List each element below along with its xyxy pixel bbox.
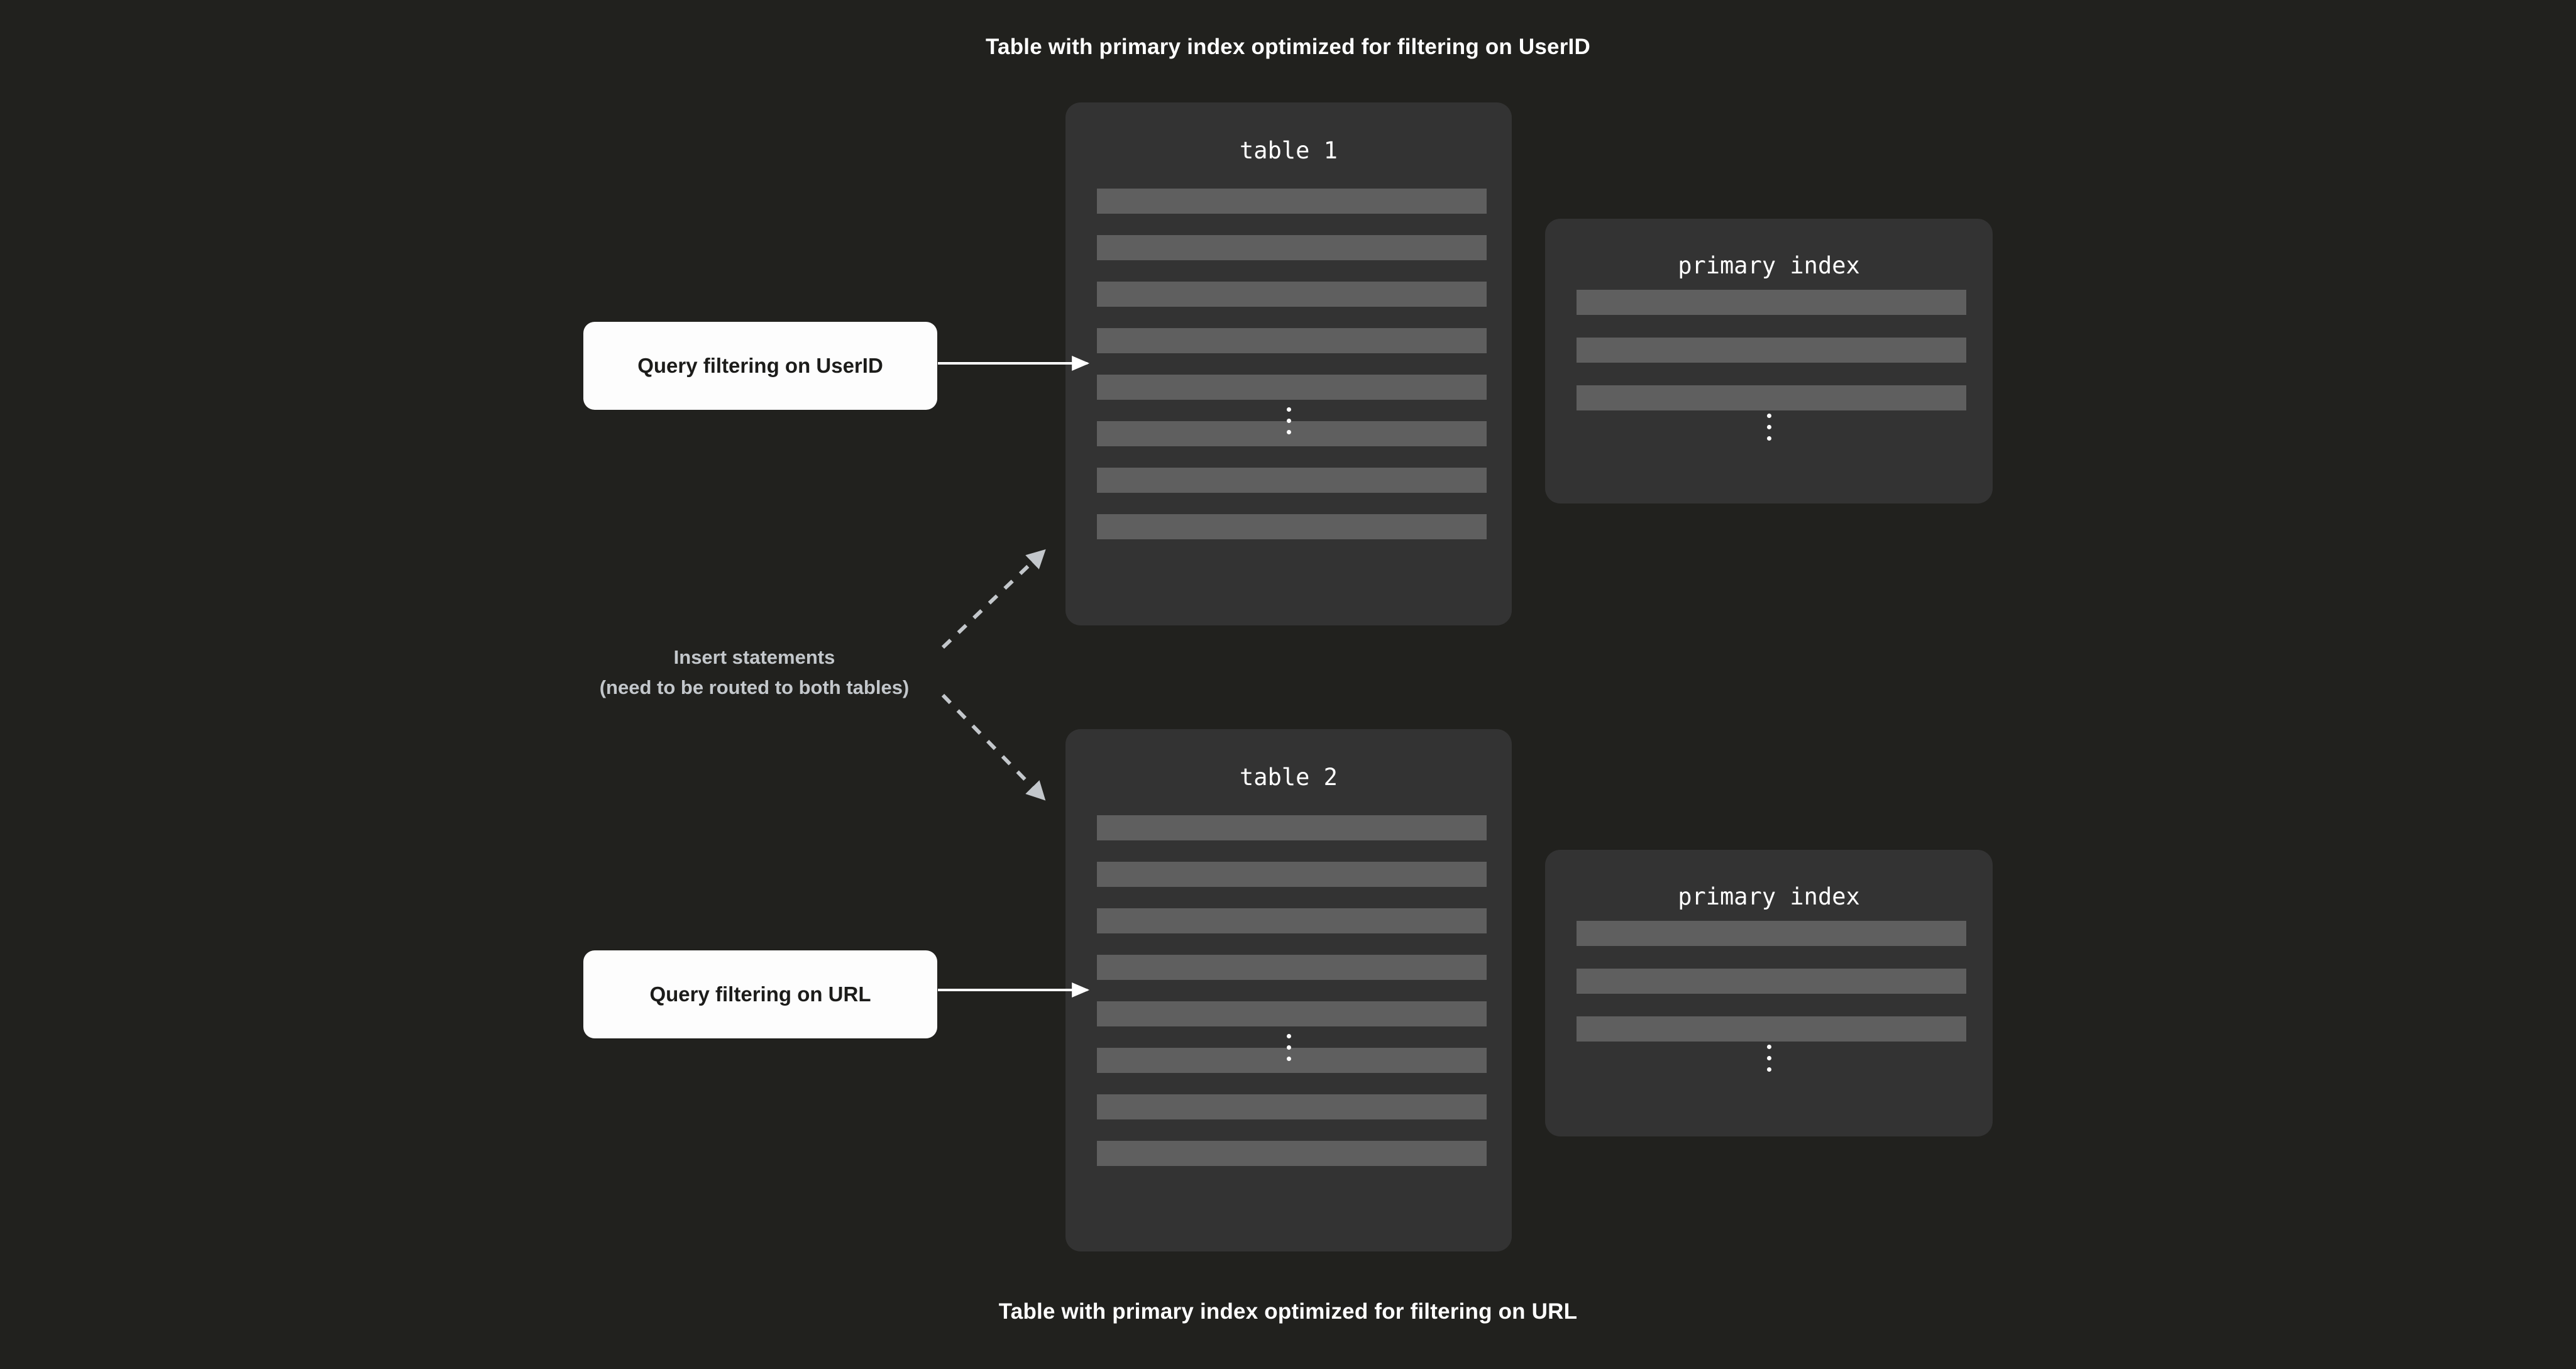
- table-row: [1097, 514, 1487, 539]
- table-row: [1097, 815, 1487, 840]
- table-row: [1097, 1141, 1487, 1166]
- top-caption: Table with primary index optimized for f…: [986, 35, 1590, 59]
- primary-index-1-panel: primary index: [1545, 219, 1993, 503]
- query-filtering-url-label: Query filtering on URL: [649, 982, 871, 1006]
- table-row: [1097, 235, 1487, 260]
- table-1-title: table 1: [1240, 137, 1338, 164]
- primary-index-2-ellipsis-icon: [1756, 1045, 1781, 1072]
- primary-index-2-panel: primary index: [1545, 850, 1993, 1136]
- table-2-title: table 2: [1240, 764, 1338, 791]
- table-row: [1097, 328, 1487, 353]
- index-row: [1577, 969, 1966, 994]
- insert-statements-line-2: (need to be routed to both tables): [599, 676, 910, 698]
- arrow-inserts-to-table-1: [941, 549, 1046, 649]
- table-row: [1097, 189, 1487, 214]
- table-row: [1097, 955, 1487, 980]
- primary-index-1-title: primary index: [1678, 252, 1860, 279]
- table-2-ellipsis-icon: [1276, 1034, 1301, 1061]
- table-row: [1097, 282, 1487, 307]
- table-row: [1097, 1094, 1487, 1119]
- table-row: [1097, 375, 1487, 400]
- index-row: [1577, 290, 1966, 315]
- table-row: [1097, 421, 1487, 446]
- index-row: [1577, 338, 1966, 363]
- index-row: [1577, 921, 1966, 946]
- table-1-ellipsis-icon: [1276, 407, 1301, 434]
- primary-index-1-ellipsis-icon: [1756, 414, 1781, 441]
- table-1-panel: table 1: [1065, 102, 1512, 625]
- table-row: [1097, 908, 1487, 933]
- query-filtering-url-box[interactable]: Query filtering on URL: [583, 950, 937, 1038]
- query-filtering-userid-label: Query filtering on UserID: [637, 354, 883, 377]
- query-filtering-userid-box[interactable]: Query filtering on UserID: [583, 322, 937, 410]
- table-2-panel: table 2: [1065, 729, 1512, 1251]
- table-row: [1097, 468, 1487, 493]
- table-row: [1097, 1001, 1487, 1026]
- primary-index-2-title: primary index: [1678, 883, 1860, 910]
- arrow-inserts-to-table-2: [941, 693, 1046, 801]
- table-row: [1097, 1048, 1487, 1073]
- index-row: [1577, 385, 1966, 410]
- insert-statements-label: Insert statements (need to be routed to …: [440, 642, 1069, 703]
- insert-statements-line-1: Insert statements: [673, 646, 835, 668]
- bottom-caption: Table with primary index optimized for f…: [998, 1299, 1578, 1324]
- index-row: [1577, 1016, 1966, 1042]
- table-row: [1097, 862, 1487, 887]
